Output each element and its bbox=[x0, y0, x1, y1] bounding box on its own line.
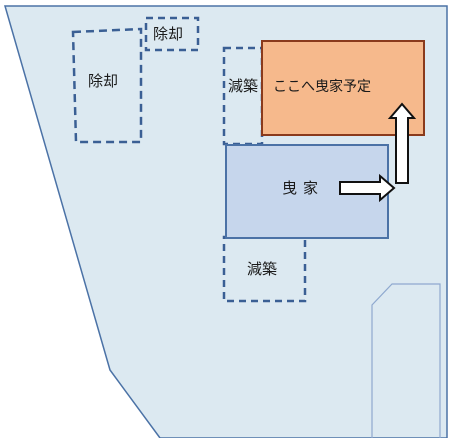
move-right-arrow bbox=[339, 173, 396, 203]
demolish-area-2 bbox=[144, 16, 200, 52]
reduce-label-2: 減築 bbox=[247, 260, 278, 278]
move-up-arrow bbox=[387, 102, 417, 184]
demolish-label-1: 除却 bbox=[88, 72, 119, 90]
main-building-label: 曳家 bbox=[282, 179, 325, 197]
demolish-label-2: 除却 bbox=[153, 25, 184, 43]
reduce-label-1: 減築 bbox=[228, 77, 259, 95]
planned-building-label: ここへ曳家予定 bbox=[273, 79, 371, 95]
adjacent-lot-outline bbox=[371, 283, 441, 438]
demolish-area-1 bbox=[71, 27, 143, 144]
